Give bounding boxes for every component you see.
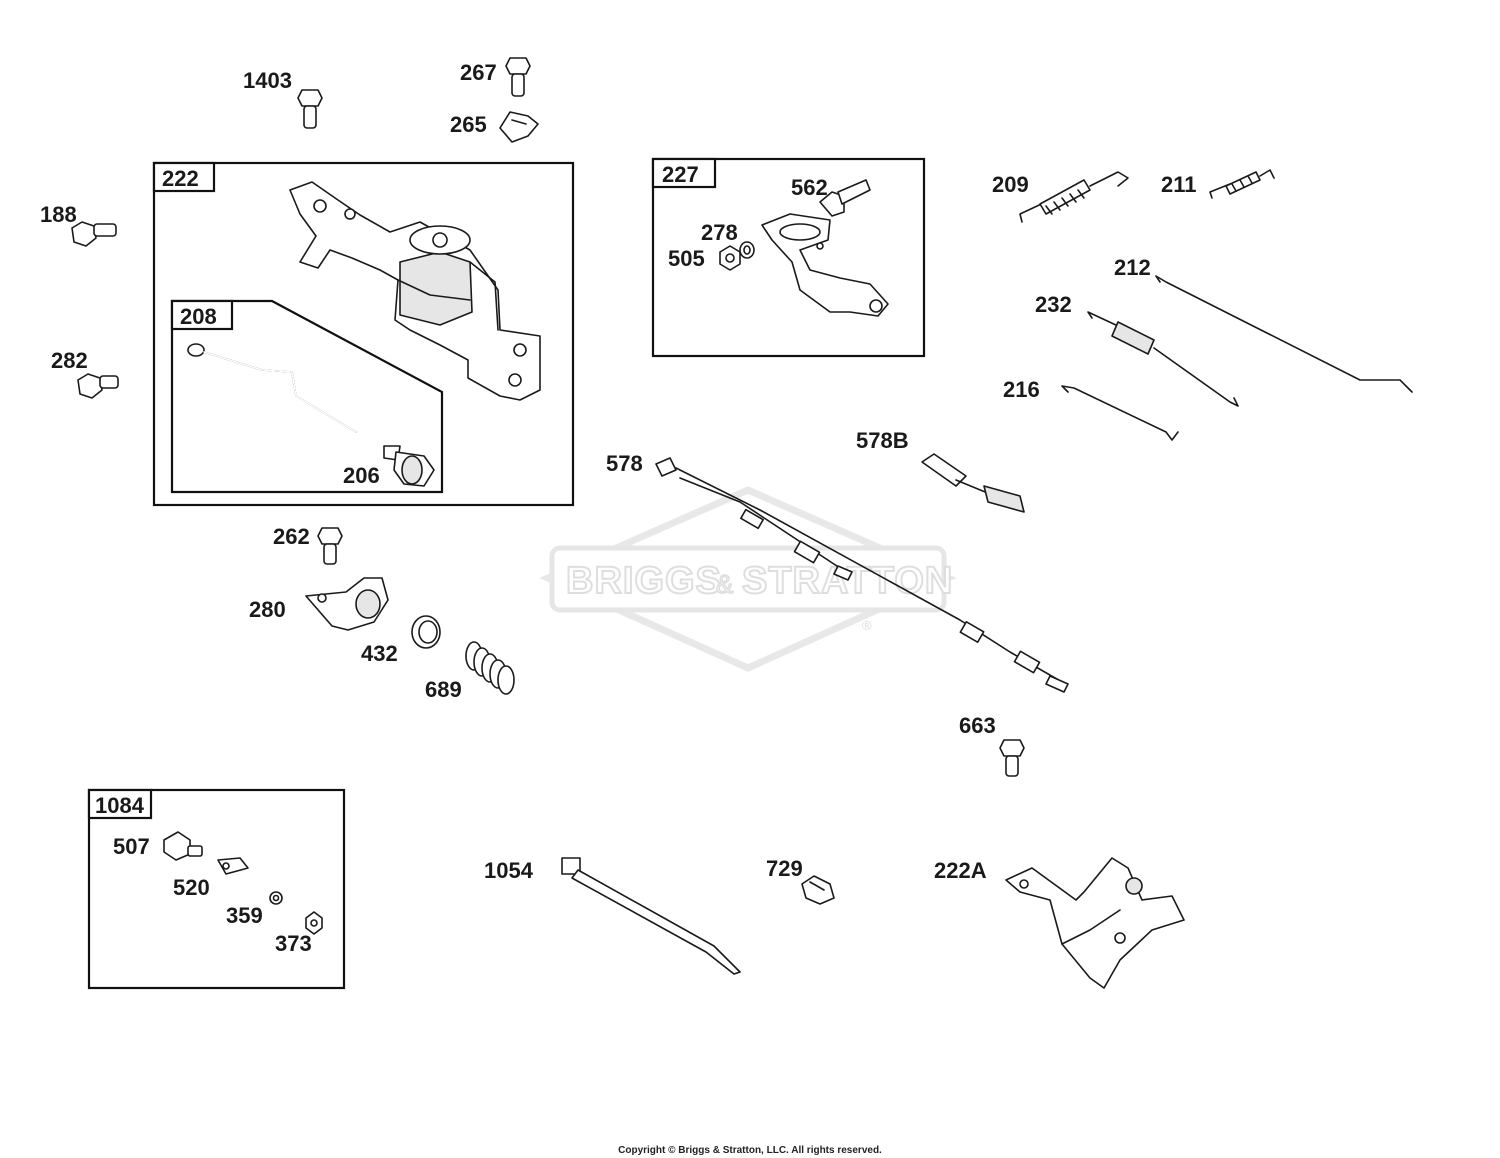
callout-1054: 1054 xyxy=(484,858,534,883)
callout-505: 505 xyxy=(668,246,705,271)
brand-watermark: BRIGGS & STRATTON ® xyxy=(539,486,957,672)
harness-578-drawing xyxy=(655,457,1069,693)
bolt-663-drawing xyxy=(999,739,1025,777)
group-1084: 1084 xyxy=(87,788,346,990)
nut-505-drawing xyxy=(719,245,741,271)
callout-262: 262 xyxy=(273,524,310,549)
callout-211: 211 xyxy=(1161,172,1197,197)
group-1084-frame xyxy=(87,788,346,990)
callout-206: 206 xyxy=(343,463,380,488)
washer-359-drawing xyxy=(269,891,283,905)
callout-282: 282 xyxy=(51,348,88,373)
group-227-tag: 227 xyxy=(662,162,699,187)
watermark-amp: & xyxy=(716,569,733,599)
callout-267: 267 xyxy=(460,60,497,85)
spring-211-drawing xyxy=(1209,169,1275,199)
callout-663: 663 xyxy=(959,713,996,738)
callout-373: 373 xyxy=(275,931,312,956)
group-208-tag: 208 xyxy=(180,304,217,329)
callout-359: 359 xyxy=(226,903,263,928)
group-222-tag: 222 xyxy=(162,166,199,191)
callout-578: 578 xyxy=(606,451,643,476)
clip-265-drawing xyxy=(499,111,539,143)
copyright-notice: Copyright © Briggs & Stratton, LLC. All … xyxy=(618,1145,882,1156)
group-222: 222 xyxy=(152,161,575,507)
group-227: 227 xyxy=(651,157,926,358)
callout-520: 520 xyxy=(173,875,210,900)
callout-1403: 1403 xyxy=(243,68,292,93)
callout-212: 212 xyxy=(1114,255,1151,280)
spring-689-drawing xyxy=(465,641,515,695)
nut-373-drawing xyxy=(305,911,323,935)
callout-265: 265 xyxy=(450,112,487,137)
group-208-frame xyxy=(170,299,444,494)
bolt-262-drawing xyxy=(317,527,343,565)
sensor-578B-drawing xyxy=(921,453,1025,513)
control-bracket-222-drawing xyxy=(289,181,541,401)
bolt-562-drawing xyxy=(819,179,871,217)
group-1084-tag: 1084 xyxy=(95,793,145,818)
spring-232-drawing xyxy=(1087,311,1239,407)
terminal-520-drawing xyxy=(217,857,249,875)
spring-209-drawing xyxy=(1019,171,1129,223)
switch-507-drawing xyxy=(163,831,203,861)
callout-232: 232 xyxy=(1035,292,1072,317)
watermark-registered: ® xyxy=(862,618,872,633)
callout-278: 278 xyxy=(701,220,738,245)
group-222-frame xyxy=(152,161,575,507)
bolt-1403-drawing xyxy=(297,89,323,129)
bolt-188-drawing xyxy=(71,221,117,247)
watermark-stratton: STRATTON xyxy=(742,560,953,602)
callout-689: 689 xyxy=(425,677,462,702)
callout-188: 188 xyxy=(40,202,77,227)
clip-729-drawing xyxy=(801,875,835,905)
callout-216: 216 xyxy=(1003,377,1040,402)
rod-212-drawing xyxy=(1155,275,1413,393)
group-227-frame xyxy=(651,157,926,358)
callout-562: 562 xyxy=(791,175,828,200)
bushing-432-drawing xyxy=(411,615,441,649)
callout-222A: 222A xyxy=(934,858,987,883)
bolt-267-drawing xyxy=(505,57,531,97)
cable-tie-1054-drawing xyxy=(561,857,741,975)
washer-278-drawing xyxy=(739,241,755,259)
callout-432: 432 xyxy=(361,641,398,666)
callout-729: 729 xyxy=(766,856,803,881)
callout-578B: 578B xyxy=(856,428,909,453)
callout-209: 209 xyxy=(992,172,1029,197)
group-208: 208 xyxy=(170,299,444,494)
watermark-briggs: BRIGGS xyxy=(566,560,722,602)
callout-507: 507 xyxy=(113,834,150,859)
bracket-280-drawing xyxy=(305,577,389,631)
rod-208-drawing xyxy=(187,343,357,433)
callout-280: 280 xyxy=(249,597,286,622)
lever-227-drawing xyxy=(761,213,889,317)
bracket-222A-drawing xyxy=(1005,857,1185,989)
callout-labels: 1403 267 265 188 282 206 562 278 505 209… xyxy=(40,60,1197,956)
knob-206-drawing xyxy=(383,445,435,487)
bolt-282-drawing xyxy=(77,373,119,399)
rod-216-drawing xyxy=(1061,385,1179,441)
